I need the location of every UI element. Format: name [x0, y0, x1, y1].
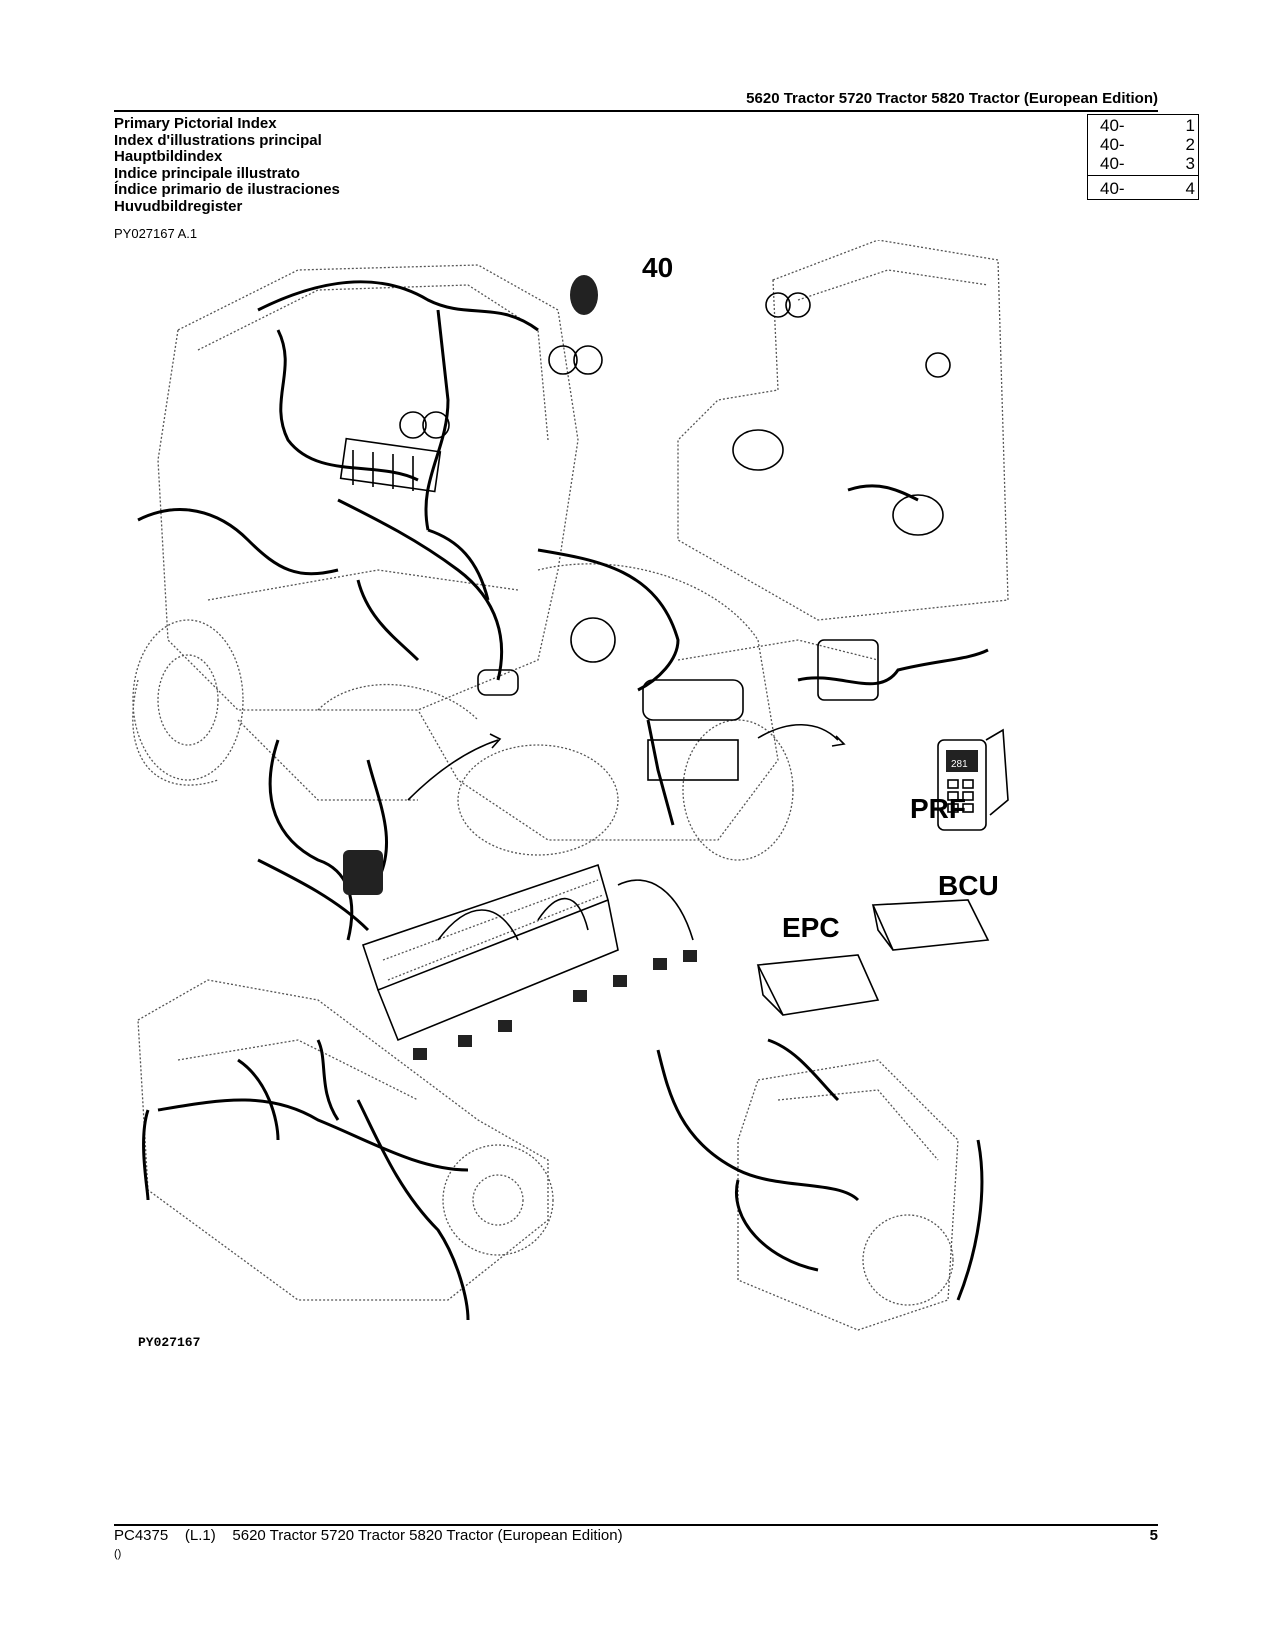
relay-block — [339, 437, 442, 493]
header-rule — [114, 110, 1158, 112]
beacon-and-speakers — [399, 275, 603, 439]
index-prefix: 40- — [1100, 116, 1125, 135]
epc-label: EPC — [782, 912, 840, 943]
index-row[interactable]: 40- 2 — [1088, 135, 1198, 154]
engine-lower-right — [656, 1038, 984, 1331]
index-number: 1 — [1185, 116, 1195, 135]
cab-outline-left — [132, 264, 579, 786]
group-number-label: 40 — [642, 252, 674, 283]
control-modules — [756, 899, 990, 1016]
footer-note: () — [114, 1548, 122, 1560]
title-spanish: Índice primario de ilustraciones — [114, 181, 340, 199]
bcu-label: BCU — [938, 870, 999, 901]
engine-bay-components — [477, 548, 989, 826]
page-number: 5 — [1149, 1527, 1158, 1544]
title-english: Primary Pictorial Index — [114, 115, 277, 132]
image-code-label: PY027167 — [138, 1335, 201, 1350]
index-number: 2 — [1185, 135, 1195, 154]
index-number: 3 — [1185, 154, 1195, 173]
index-row[interactable]: 40- 4 — [1088, 179, 1198, 198]
prf-display-text: 281 — [951, 759, 968, 770]
title-german: Hauptbildindex — [114, 148, 223, 166]
chassis-outline — [237, 563, 879, 861]
illustration-drawing: 281 — [132, 239, 1009, 1331]
index-row[interactable]: 40- 1 — [1088, 116, 1198, 135]
title-french: Index d'illustrations principal — [114, 131, 322, 149]
title-swedish: Huvudbildregister — [114, 197, 243, 215]
cab-harness — [137, 280, 539, 681]
index-prefix: 40- — [1100, 135, 1125, 154]
pointer-arrow-head — [489, 733, 502, 749]
index-row[interactable]: 40- 3 — [1088, 154, 1198, 173]
index-prefix: 40- — [1100, 154, 1125, 173]
figure-reference: PY027167 A.1 — [114, 226, 198, 241]
index-number: 4 — [1185, 179, 1195, 198]
wiring-harness-illustration: 281 — [118, 239, 1048, 1400]
relay-harness-left — [257, 739, 389, 941]
engine-lower-left — [137, 979, 554, 1321]
index-reference-table: 40- 1 40- 2 40- 3 40- 4 — [1087, 114, 1199, 200]
index-separator — [1088, 175, 1198, 176]
cab-outline-right — [677, 239, 1009, 621]
fuse-relay-panel — [361, 863, 697, 1060]
prf-label: PRF — [910, 793, 966, 824]
index-titles: Primary Pictorial Index Index d'illustra… — [114, 115, 340, 216]
footer-rule — [114, 1524, 1158, 1526]
index-prefix: 40- — [1100, 179, 1125, 198]
footer-publication-info: PC4375 (L.1) 5620 Tractor 5720 Tractor 5… — [114, 1527, 623, 1544]
title-italian: Indice principale illustrato — [114, 164, 300, 182]
page-header-title: 5620 Tractor 5720 Tractor 5820 Tractor (… — [746, 90, 1158, 107]
prf-controller: 281 — [937, 728, 1009, 831]
pointer-arrow — [407, 739, 499, 801]
